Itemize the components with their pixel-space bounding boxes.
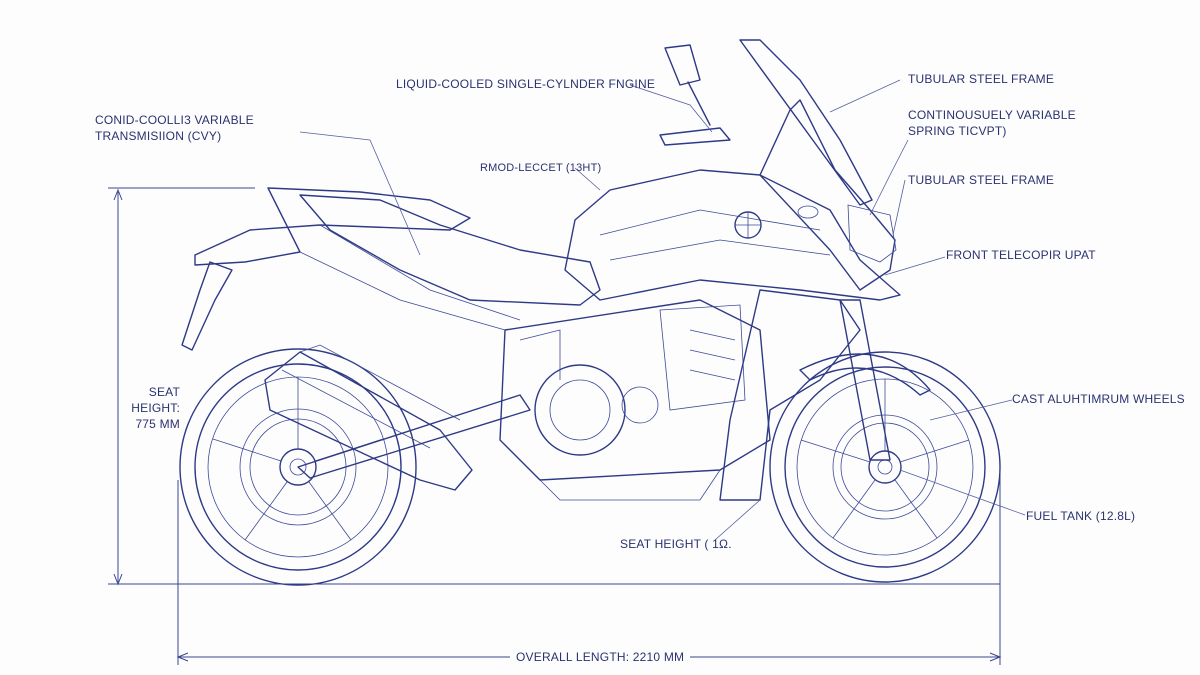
engine-block: [499, 299, 771, 501]
windscreen: [739, 39, 873, 206]
front-fork: [839, 299, 891, 461]
seat: [299, 194, 601, 306]
label-seat-height-left: SEAT HEIGHT: 775 MM: [131, 385, 180, 431]
label-spring: CONTINOUSUELY VARIABLE SPRING TICVPT): [908, 108, 1076, 138]
label-subframe: RMOD-LECCET (13HT): [480, 162, 602, 174]
label-fuel-tank: FUEL TANK (12.8L): [1026, 509, 1136, 523]
fuel-tank: [564, 169, 901, 301]
height-dimension: [108, 187, 1000, 586]
front-fairing: [759, 99, 896, 291]
front-wheel: [769, 351, 1001, 583]
label-front-fork: FRONT TELECOPIR UPAT: [946, 248, 1096, 262]
length-dimension: [176, 470, 1002, 665]
mirror: [664, 44, 711, 126]
swingarm: [297, 394, 531, 479]
exhaust-muffler: [264, 351, 473, 491]
lower-fairing: [719, 289, 861, 501]
rear-fender: [181, 261, 233, 351]
label-wheels: CAST ALUHTIMRUM WHEELS: [1012, 392, 1185, 406]
rear-wheel: [179, 348, 417, 586]
front-fender: [799, 353, 931, 396]
label-transmission: CONID-COOLLI3 VARIABLE TRANSMISIION (CVY…: [95, 113, 254, 143]
tail-section: [194, 187, 471, 266]
label-engine: LIQUID-COOLED SINGLE-CYLNDER FNGINE: [396, 77, 656, 91]
label-frame-mid: TUBULAR STEEL FRAME: [908, 173, 1055, 187]
label-seat-height-bottom: SEAT HEIGHT ( 1Ω.: [620, 537, 732, 551]
label-frame-top: TUBULAR STEEL FRAME: [908, 72, 1055, 86]
handlebar: [659, 127, 731, 146]
label-overall-length: OVERALL LENGTH: 2210 MM: [510, 649, 691, 665]
leader-lines: [299, 79, 1026, 541]
